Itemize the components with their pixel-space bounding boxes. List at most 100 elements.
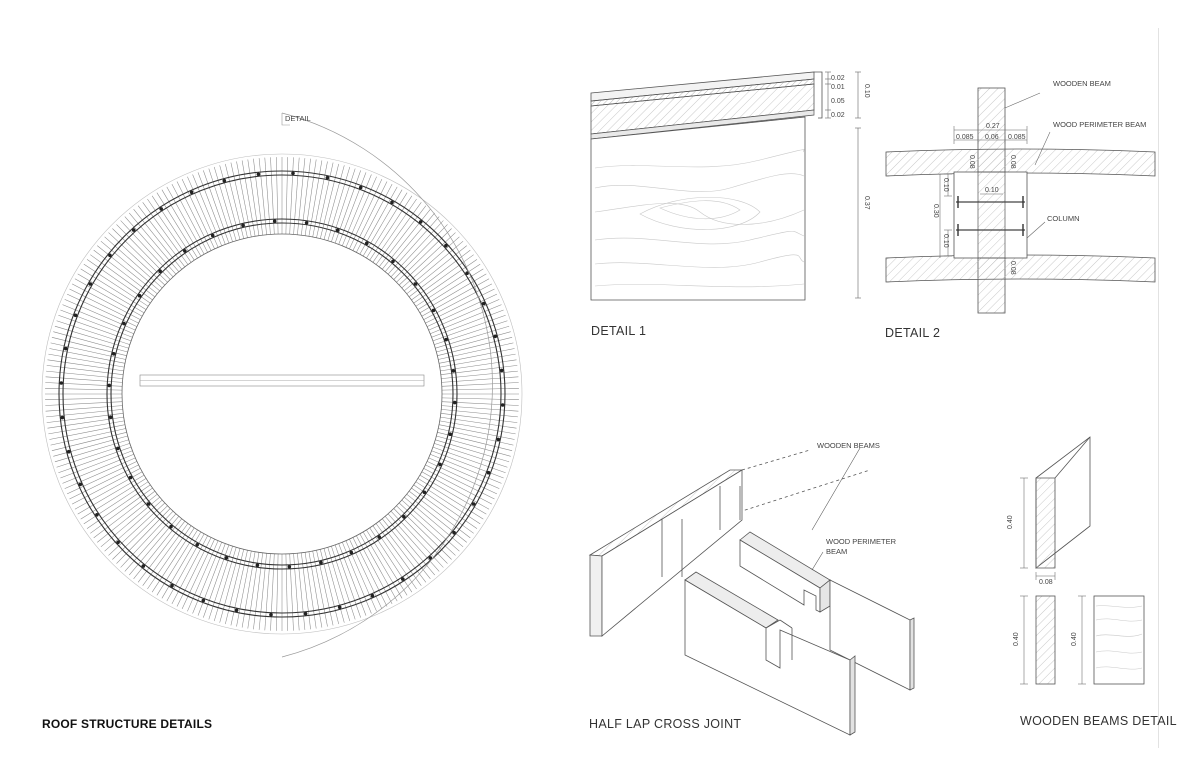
ring-column xyxy=(170,583,174,588)
ring-column xyxy=(465,271,469,276)
rafter-line xyxy=(419,273,487,314)
rafter-line xyxy=(378,205,427,268)
rafter-line xyxy=(387,216,440,275)
rafter-line xyxy=(48,353,125,368)
ring-column xyxy=(431,308,436,313)
rafter-line xyxy=(108,502,165,556)
detail-1-drawing: 0.02 0.01 0.05 0.02 0.10 0.37 xyxy=(590,71,870,301)
ring-column xyxy=(201,598,206,603)
rafter-line xyxy=(156,192,198,259)
rafter-line xyxy=(77,474,145,515)
rafter-line xyxy=(213,547,237,622)
rafter-line xyxy=(93,490,156,539)
rafter-line xyxy=(133,518,183,579)
ring-column xyxy=(59,381,64,385)
rafter-line xyxy=(46,370,123,379)
rafter-line xyxy=(51,432,127,451)
rafter-line xyxy=(438,428,514,446)
rafter-line xyxy=(176,537,212,607)
rafter-line xyxy=(399,502,456,556)
rafter-line xyxy=(366,529,408,596)
rafter-line xyxy=(432,446,506,473)
rafter-line xyxy=(352,537,388,607)
rafter-line xyxy=(90,487,153,534)
rafter-line xyxy=(45,376,123,383)
rafter-line xyxy=(349,538,383,610)
rafter-line xyxy=(430,304,502,334)
ring-column xyxy=(499,368,504,373)
rafter-line xyxy=(375,202,422,265)
ring-column xyxy=(452,530,456,535)
ring-column xyxy=(60,415,65,420)
wood-perimeter-beam-label: WOOD PERIMETER BEAM xyxy=(1053,120,1146,129)
rafter-line xyxy=(308,160,323,237)
ring-column xyxy=(88,282,93,286)
rafter-line xyxy=(369,527,413,593)
rafter-line xyxy=(264,553,271,631)
rafter-line xyxy=(390,511,444,568)
rafter-line xyxy=(54,439,129,463)
rafter-line xyxy=(393,224,448,280)
ring-column xyxy=(222,178,227,183)
rafter-line xyxy=(323,165,345,240)
rafter-line xyxy=(46,413,124,423)
rafter-line xyxy=(404,240,464,292)
detail-2-drawing: 0.27 0.085 0.06 0.085 0.08 0.08 0.10 0.1… xyxy=(885,79,1156,314)
rafter-line xyxy=(80,478,147,520)
svg-text:0.08: 0.08 xyxy=(1009,155,1016,169)
ring-column xyxy=(493,334,498,339)
rafter-line xyxy=(366,192,408,259)
rafter-line xyxy=(142,523,189,586)
rafter-line xyxy=(49,424,126,440)
ring-column xyxy=(287,565,292,569)
rafter-line xyxy=(352,181,388,251)
rafter-line xyxy=(423,283,493,320)
rafter-line xyxy=(100,240,160,292)
rafter-line xyxy=(236,550,252,627)
rafter-line xyxy=(181,538,215,610)
svg-text:0.085: 0.085 xyxy=(1008,134,1026,141)
rafter-line xyxy=(327,166,351,241)
svg-text:0.10: 0.10 xyxy=(942,234,949,248)
rafter-line xyxy=(104,236,163,289)
rafter-line xyxy=(62,454,134,484)
rafter-line xyxy=(320,549,339,625)
ring-column xyxy=(272,219,277,223)
ring-column xyxy=(444,337,449,342)
ring-column xyxy=(224,556,229,560)
rafter-line xyxy=(436,435,511,457)
ring-column xyxy=(370,593,375,598)
rafter-line xyxy=(208,168,233,242)
rafter-line xyxy=(362,531,403,599)
rafter-line xyxy=(327,547,351,622)
svg-text:0.08: 0.08 xyxy=(1039,579,1053,586)
rafter-line xyxy=(276,553,279,631)
rafter-line xyxy=(62,304,134,334)
ring-column xyxy=(349,550,354,555)
svg-text:0.05: 0.05 xyxy=(831,98,845,105)
rafter-line xyxy=(436,331,511,353)
rafter-line xyxy=(100,496,160,548)
ring-column xyxy=(131,228,136,232)
rafter-line xyxy=(97,493,158,543)
ring-column xyxy=(66,449,71,454)
rafter-line xyxy=(441,388,519,391)
rafter-line xyxy=(54,325,129,349)
ring-column xyxy=(335,228,340,232)
rafter-line xyxy=(439,353,516,368)
rafter-line xyxy=(58,315,132,342)
rafter-line xyxy=(421,471,490,510)
rafter-line xyxy=(66,461,138,495)
rafter-line xyxy=(45,401,123,406)
rafter-line xyxy=(124,216,177,275)
rafter-line xyxy=(108,232,165,286)
wooden-beams-detail-drawing xyxy=(1020,436,1145,685)
svg-text:0.27: 0.27 xyxy=(986,123,1000,130)
ring-column xyxy=(365,241,369,245)
radial-rafters xyxy=(45,157,519,631)
rafter-line xyxy=(438,348,515,364)
rafter-line xyxy=(293,157,300,235)
ring-column xyxy=(471,502,476,506)
outer-eave-circle xyxy=(41,153,523,635)
ring-column xyxy=(255,563,260,567)
